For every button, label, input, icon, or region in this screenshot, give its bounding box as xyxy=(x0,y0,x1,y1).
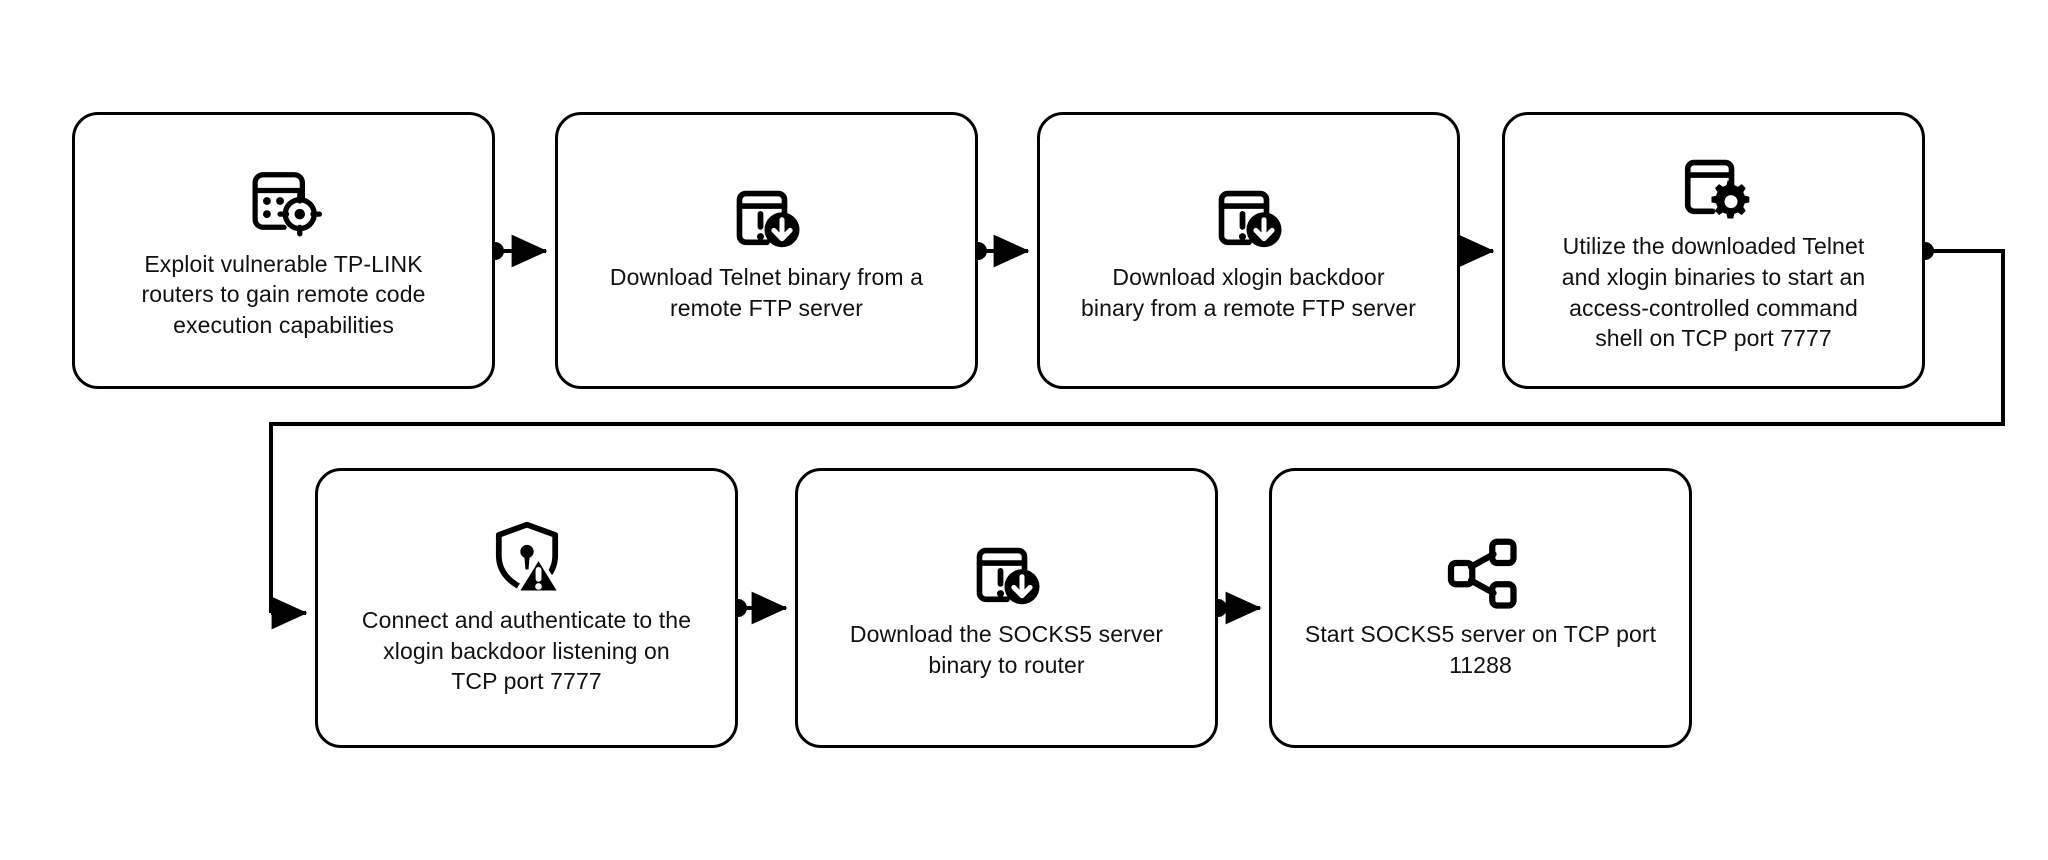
flow-node-label: Connect and authenticate to the xlogin b… xyxy=(361,607,692,695)
connector-n1-n2 xyxy=(486,234,548,268)
flow-node-download-telnet[interactable]: Download Telnet binary from a remote FTP… xyxy=(555,112,978,389)
window-gear-icon xyxy=(1674,145,1754,225)
shield-lock-warning-icon xyxy=(486,517,568,599)
flow-node-download-socks5[interactable]: Download the SOCKS5 server binary to rou… xyxy=(795,468,1218,748)
flow-node-label: Download xlogin backdoor binary from a r… xyxy=(1081,263,1416,321)
share-network-icon xyxy=(1441,533,1521,613)
flow-node-exploit-routers[interactable]: Exploit vulnerable TP-LINK routers to ga… xyxy=(72,112,495,389)
flow-node-label: Exploit vulnerable TP-LINK routers to ga… xyxy=(141,250,426,338)
flow-node-label: Download the SOCKS5 server binary to rou… xyxy=(849,621,1164,678)
flow-node-command-shell[interactable]: Utilize the downloaded Telnet and xlogin… xyxy=(1502,112,1925,389)
window-alert-download-icon xyxy=(727,176,807,256)
flow-node-label: Download Telnet binary from a remote FTP… xyxy=(609,263,924,321)
router-target-icon xyxy=(242,159,326,243)
window-alert-download-icon xyxy=(1209,176,1289,256)
flow-node-start-socks5[interactable]: Start SOCKS5 server on TCP port 11288 xyxy=(1269,468,1692,748)
flow-node-connect-backdoor[interactable]: Connect and authenticate to the xlogin b… xyxy=(315,468,738,748)
flow-node-label: Start SOCKS5 server on TCP port 11288 xyxy=(1304,621,1657,678)
flow-node-label: Utilize the downloaded Telnet and xlogin… xyxy=(1561,233,1866,352)
window-alert-download-icon xyxy=(967,533,1047,613)
flow-node-download-xlogin[interactable]: Download xlogin backdoor binary from a r… xyxy=(1037,112,1460,389)
